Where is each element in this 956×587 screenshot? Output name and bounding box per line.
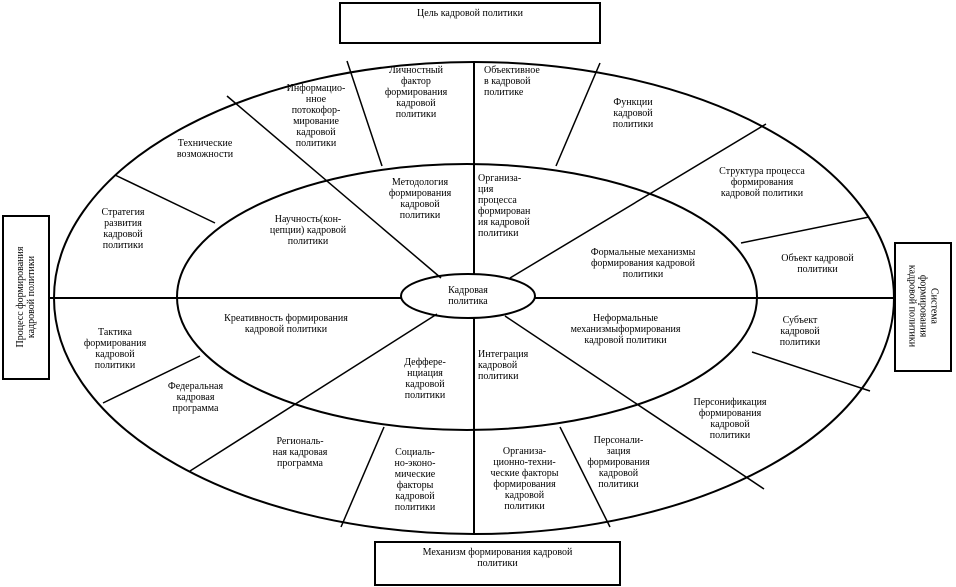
div-structure-object	[740, 216, 870, 244]
mechanism-frame: Механизм формирования кадровой политики	[374, 541, 621, 586]
div-regional-socio	[340, 426, 385, 528]
outer-personification: Персонификация формирования кадровой пол…	[693, 397, 767, 441]
center-label: Кадровая политика	[448, 285, 488, 307]
div-personal-info	[346, 60, 383, 167]
outer-regional: Региональ- ная кадровая программа	[272, 436, 328, 469]
div-orgtech-personal	[559, 426, 611, 528]
diag-lower-right	[504, 315, 765, 490]
outer-object: Объект кадровой политики	[781, 253, 854, 275]
div-objective-functions	[555, 62, 601, 167]
outer-objective: Объективное в кадровой политике	[484, 65, 540, 98]
outer-personalization: Персонали- зация формирования кадровой п…	[587, 435, 650, 490]
outer-technical: Технические возможности	[176, 138, 234, 160]
outer-functions: Функции кадровой политики	[612, 97, 654, 130]
goal-frame: Цель кадровой политики	[339, 2, 601, 44]
outer-orgtech: Организа- ционно-техни- ческие факторы ф…	[490, 446, 559, 512]
diag-lower-left	[189, 313, 438, 472]
div-technical-strategy	[114, 174, 216, 224]
inner-formal: Формальные механизмы формирования кадров…	[590, 247, 696, 280]
div-tactics-federal	[102, 355, 201, 404]
inner-scientific: Научность(кон- цепции) кадровой политики	[269, 214, 347, 247]
outer-socioeconomic: Социаль- но-эконо- мические факторы кадр…	[394, 447, 436, 513]
system-label: Система формирования кадровой политики	[906, 264, 940, 348]
outer-structure: Структура процесса формирования кадровой…	[719, 166, 805, 199]
system-frame	[894, 242, 952, 372]
outer-strategy: Стратегия развития кадровой политики	[101, 207, 145, 251]
process-label: Процесс формирования кадровой политики	[15, 246, 37, 348]
inner-organization: Организа- ция процесса формирован ия кад…	[478, 173, 531, 239]
diag-upper-right	[509, 123, 767, 279]
inner-integration: Интеграция кадровой политики	[478, 349, 529, 382]
div-subject-personif	[751, 351, 871, 392]
process-frame	[2, 215, 50, 380]
inner-differentiation: Деффере- нциация кадровой политики	[404, 357, 446, 401]
outer-subject: Субъект кадровой политики	[779, 315, 821, 348]
mechanism-label: Механизм формирования кадровой политики	[422, 547, 573, 569]
outer-federal: Федеральная кадровая программа	[167, 381, 224, 414]
outer-personal: Личностный фактор формирования кадровой …	[384, 65, 448, 120]
inner-creativity: Креативность формирования кадровой полит…	[224, 313, 348, 335]
inner-informal: Неформальные механизмыформирования кадро…	[570, 313, 681, 346]
outer-tactics: Тактика формирования кадровой политики	[83, 327, 147, 371]
inner-methodology: Методология формирования кадровой полити…	[388, 177, 452, 221]
outer-info: Информацио- нное потокофор- мирование ка…	[286, 83, 346, 149]
diag-upper-left	[226, 95, 442, 279]
goal-label: Цель кадровой политики	[417, 8, 523, 19]
center-ellipse	[400, 273, 536, 319]
